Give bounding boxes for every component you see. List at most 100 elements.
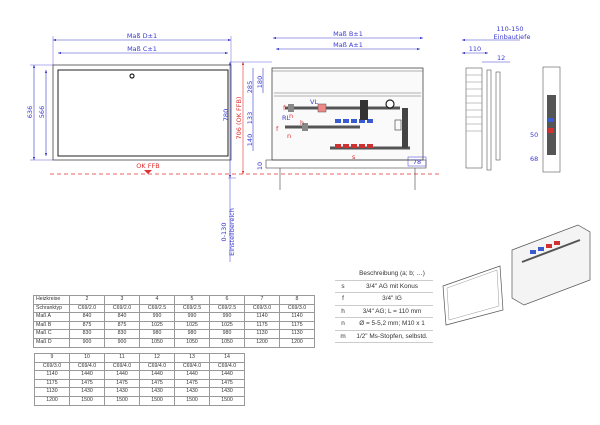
desc-value: Ø = 5-5,2 mm; M10 x 1: [351, 317, 433, 331]
row-label: Maß B: [33, 320, 70, 331]
table-cell: 980: [139, 329, 175, 339]
table-cell: 1475: [139, 378, 175, 389]
table-cell: C69/3.0: [279, 303, 315, 314]
table-cell: 1430: [104, 387, 140, 397]
table-cell: 1475: [174, 378, 210, 389]
table-cell: 1050: [209, 337, 245, 348]
table-cell: 1500: [139, 395, 175, 406]
table-cell: 1475: [69, 378, 105, 389]
dim-height-total: 780: [222, 109, 230, 121]
table-cell: 1130: [34, 387, 70, 397]
mark-s: s: [352, 153, 356, 161]
mark-n: n: [289, 112, 293, 120]
manifold-view: VL RL f n h f n s Maß B±1 Maß A±1 780 70…: [220, 30, 427, 262]
floor-marker-icon: [144, 170, 152, 174]
table-cell: 14: [209, 353, 245, 363]
table-cell: 9: [34, 353, 70, 363]
mark-f: f: [276, 125, 279, 133]
desc-key: n: [335, 317, 351, 331]
table-cell: 875: [104, 320, 140, 331]
table-cell: 1500: [69, 395, 105, 406]
row-label: Maß D: [33, 337, 70, 348]
dim-68: 68: [530, 155, 538, 163]
dim-285: 285: [246, 81, 254, 93]
table-cell: C69/4.0: [69, 361, 105, 372]
table-cell: 5: [174, 295, 210, 305]
table-cell: C69/3.0: [244, 303, 280, 314]
dim-height-floor: 706 (OK FFB): [235, 97, 243, 140]
table-cell: 1440: [104, 370, 140, 380]
table-cell: 1475: [209, 378, 245, 389]
table-cell: 1430: [174, 387, 210, 397]
table-cell: 900: [69, 337, 105, 348]
mark-n: n: [287, 132, 291, 140]
dim-140: 140: [246, 134, 254, 146]
table-cell: 990: [209, 312, 245, 322]
table-cell: 1130: [279, 329, 315, 339]
table-cell: C69/2.0: [104, 303, 140, 314]
table-cell: 10: [69, 353, 105, 363]
table-cell: 12: [139, 353, 175, 363]
row-label: Maß C: [33, 329, 70, 339]
table-cell: 1200: [279, 337, 315, 348]
desc-value: 3/4" IG: [351, 292, 433, 306]
table-cell: 840: [104, 312, 140, 322]
table-cell: 1025: [174, 320, 210, 331]
floor-level-label: OK FFB: [136, 162, 159, 170]
table-cell: 1440: [139, 370, 175, 380]
base-frame: [265, 159, 427, 169]
table-cell: 1175: [34, 378, 70, 389]
table-cell: 840: [69, 312, 105, 322]
table-cell: 1140: [279, 312, 315, 322]
mark-f: f: [283, 104, 286, 112]
table-cell: 990: [139, 312, 175, 322]
table-cell: 1500: [209, 395, 245, 406]
table-cell: 1440: [209, 370, 245, 380]
dim-height-outer: 636: [26, 106, 34, 118]
adjust-label: Einstellbereich: [228, 208, 236, 256]
desc-value: 1/2" Ms-Stopfen, selbstd.: [351, 330, 433, 343]
dim-depth: 110: [469, 45, 481, 53]
thermometer-icon: [385, 99, 395, 109]
cabinet-frame-outer: [52, 64, 232, 161]
table-cell: C69/4.0: [174, 361, 210, 372]
row-label: Maß A: [33, 312, 70, 322]
table-cell: 900: [104, 337, 140, 348]
dim-maß-a: Maß A±1: [333, 41, 363, 49]
table-cell: 6: [209, 295, 245, 305]
table-cell: 1200: [244, 337, 280, 348]
desc-key: m: [335, 330, 351, 343]
table-cell: 1500: [174, 395, 210, 406]
table-cell: 1050: [174, 337, 210, 348]
table-cell: C69/4.0: [209, 361, 245, 372]
row-label: Schranktyp: [33, 303, 70, 314]
table-cell: 1440: [69, 370, 105, 380]
table-cell: 980: [209, 329, 245, 339]
dim-180: 180: [256, 76, 264, 88]
table-cell: 830: [69, 329, 105, 339]
cabinet-3d-closed: [442, 265, 504, 326]
table-cell: 3: [104, 295, 140, 305]
description-header: Beschreibung (a; b; …): [351, 268, 433, 281]
table-cell: 990: [174, 312, 210, 322]
dim-frame: 12: [497, 54, 505, 62]
table-cell: 1175: [279, 320, 315, 331]
table-cell: 980: [174, 329, 210, 339]
table-cell: 13: [174, 353, 210, 363]
dim-50: 50: [530, 131, 538, 139]
depth-label: Einbautiefe: [494, 33, 531, 41]
table-cell: 1500: [104, 395, 140, 406]
table-cell: C69/3.0: [34, 361, 70, 372]
table-cell: C69/2.5: [174, 303, 210, 314]
table-cell: C69/2.5: [209, 303, 245, 314]
